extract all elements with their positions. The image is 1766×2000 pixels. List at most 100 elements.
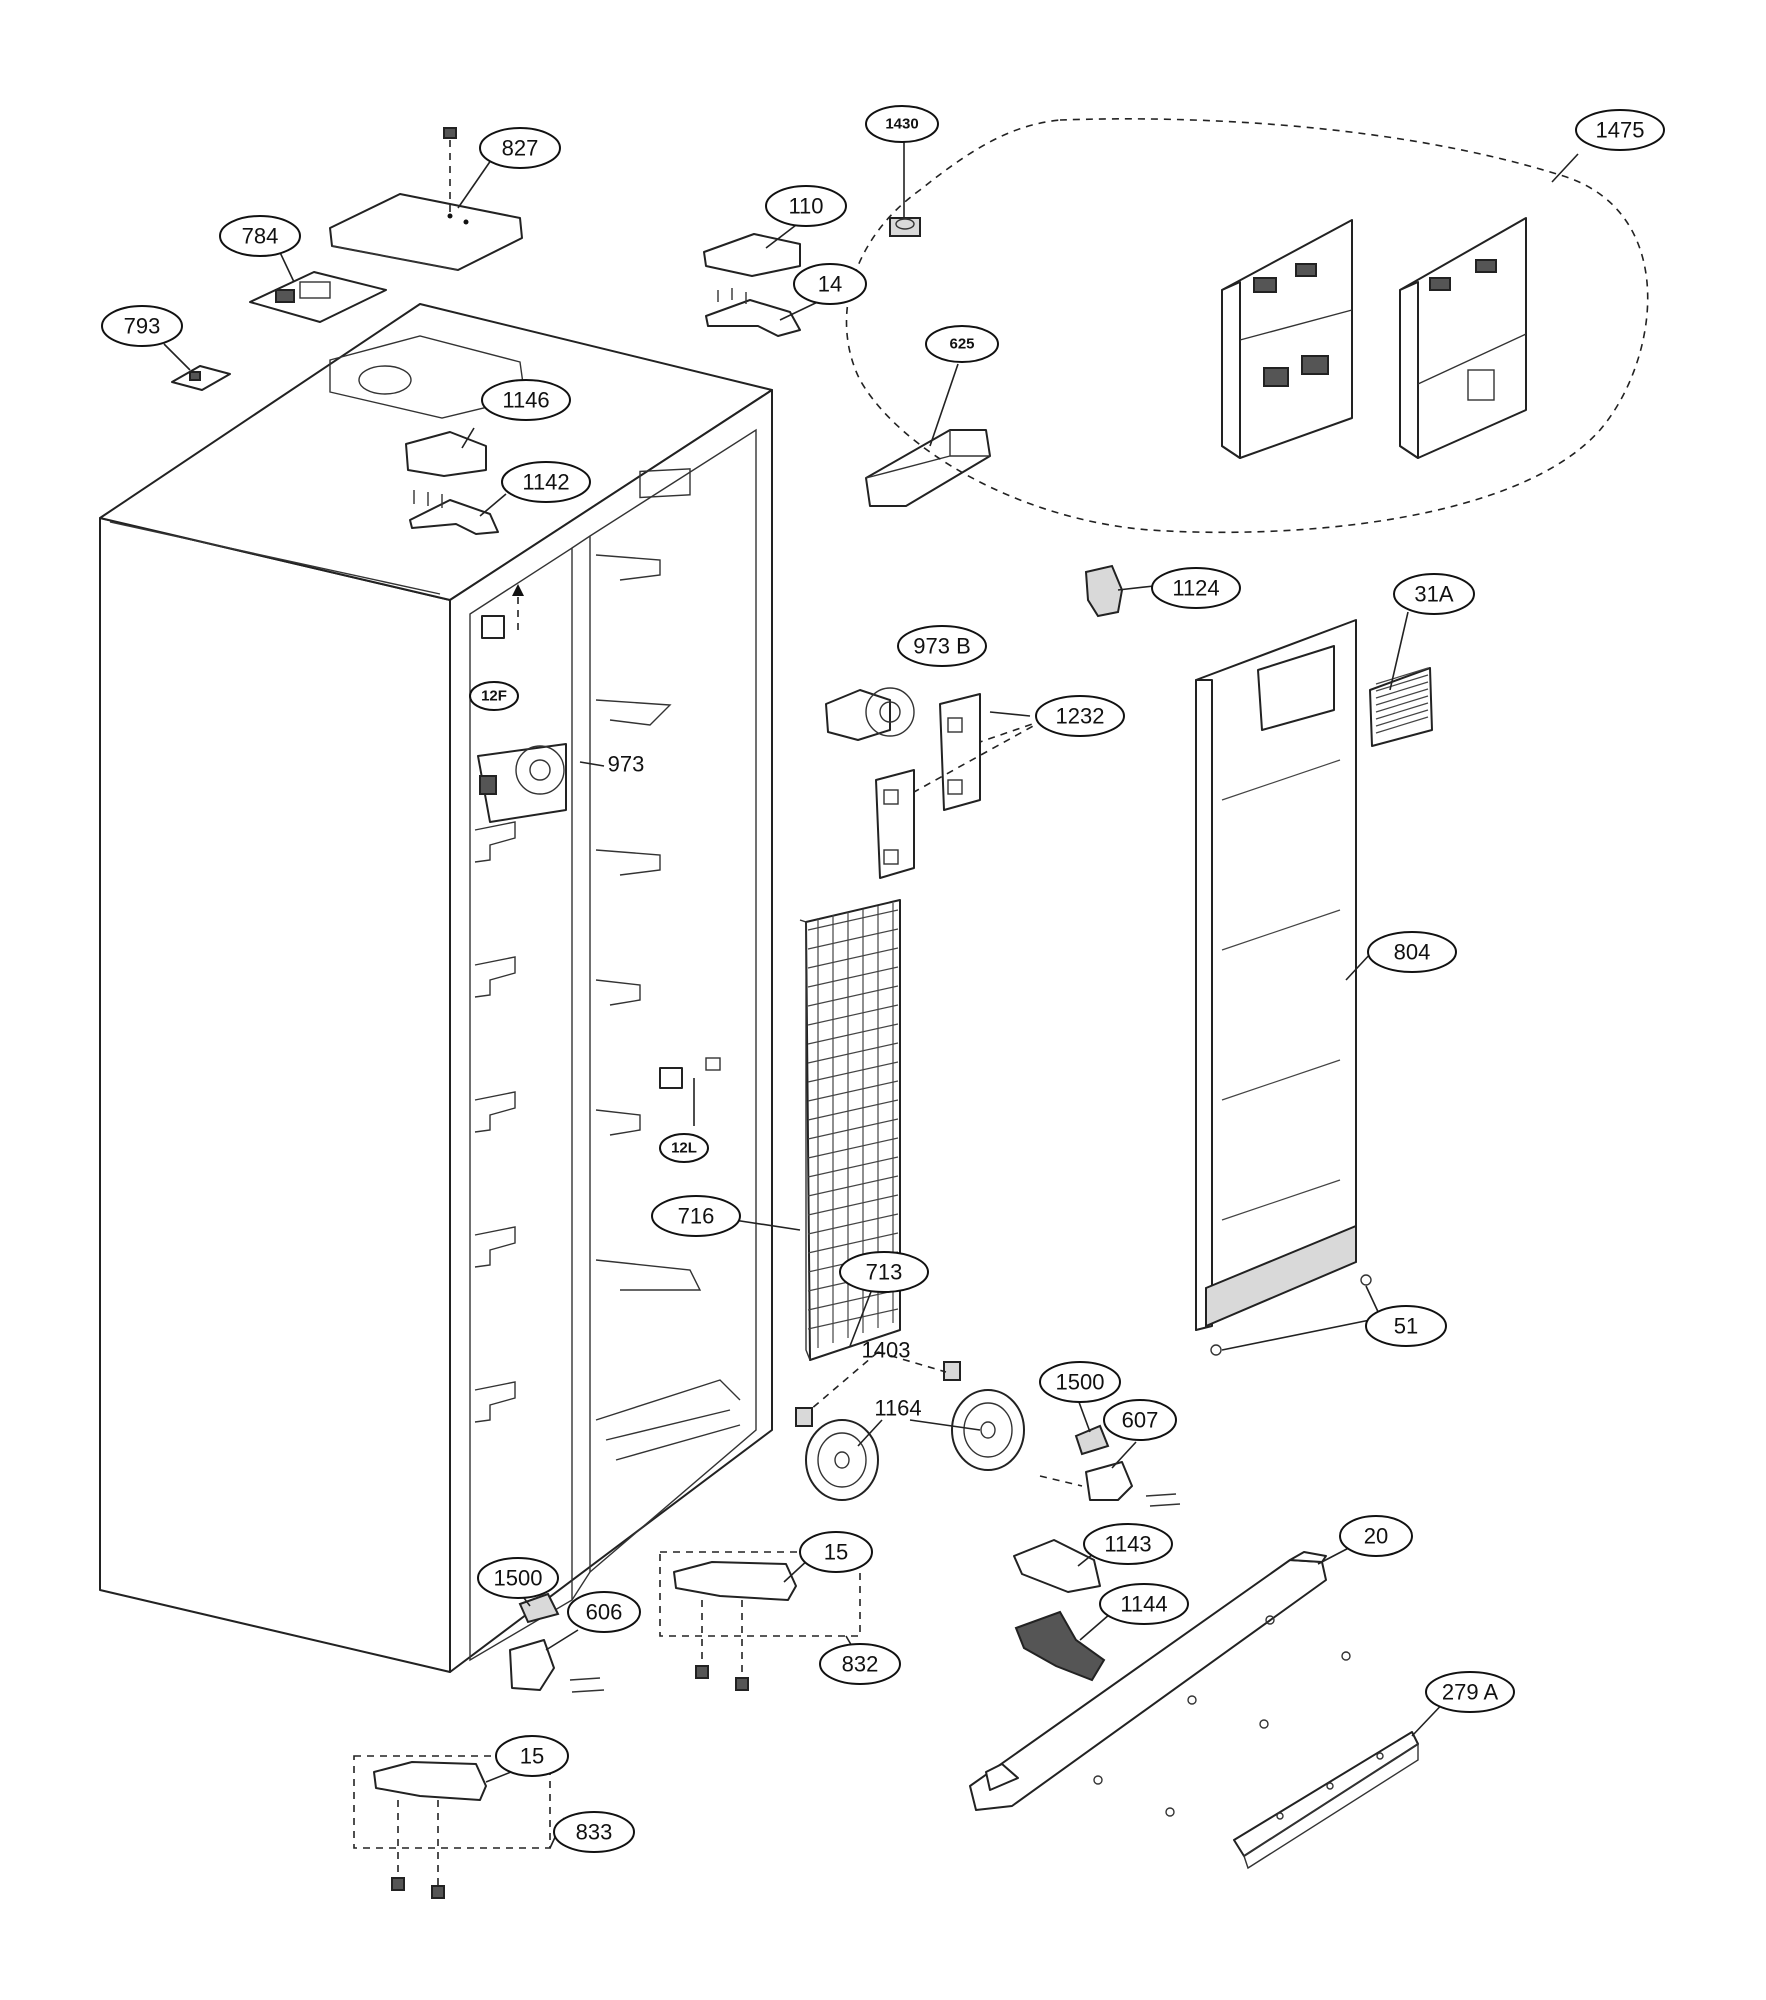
part-793-sensor-board — [171, 365, 231, 391]
part-1500-lower-clip — [518, 1592, 560, 1624]
part-1146-bracket — [405, 431, 487, 477]
svg-text:12L: 12L — [671, 1140, 697, 1157]
part-832-box — [659, 1551, 861, 1637]
svg-text:973 B: 973 B — [913, 634, 971, 659]
part-1500-upper-clip — [1074, 1424, 1110, 1456]
callout-1500-upper: 1500 — [1039, 1361, 1121, 1403]
svg-text:832: 832 — [842, 1652, 879, 1677]
part-607-bracket — [1039, 1461, 1181, 1507]
callout-12l: 12L — [659, 1133, 709, 1163]
callout-606: 606 — [567, 1591, 641, 1633]
part-1124-clip — [1084, 564, 1124, 618]
svg-text:1475: 1475 — [1596, 118, 1645, 143]
callout-607: 607 — [1103, 1399, 1177, 1441]
callout-1403: 1403 — [862, 1338, 911, 1363]
part-833-box — [353, 1755, 551, 1849]
callout-1475: 1475 — [1575, 109, 1665, 151]
callout-833: 833 — [553, 1811, 635, 1853]
callout-12f: 12F — [469, 681, 519, 711]
refrigerator-cabinet — [99, 303, 773, 1673]
svg-text:606: 606 — [586, 1600, 623, 1625]
callout-15-upper: 15 — [799, 1531, 873, 1573]
part-20-base-rail — [969, 1551, 1327, 1811]
part-1475-board-assembly — [845, 118, 1649, 534]
callout-716: 716 — [651, 1195, 741, 1237]
svg-text:833: 833 — [576, 1820, 613, 1845]
callout-827: 827 — [479, 127, 561, 169]
svg-text:1232: 1232 — [1056, 704, 1105, 729]
svg-text:973: 973 — [608, 752, 645, 777]
callout-832: 832 — [819, 1643, 901, 1685]
part-15-hinge-upper — [673, 1561, 797, 1691]
part-1144-duct-insulation — [1014, 1610, 1106, 1682]
part-110-bracket — [703, 233, 801, 277]
svg-text:1500: 1500 — [494, 1566, 543, 1591]
callout-625: 625 — [925, 325, 999, 363]
svg-text:625: 625 — [949, 336, 974, 353]
svg-text:1144: 1144 — [1120, 1592, 1167, 1617]
svg-text:20: 20 — [1364, 1524, 1388, 1549]
svg-text:31A: 31A — [1414, 582, 1453, 607]
part-784-control-board — [249, 271, 387, 323]
freezer-shelf-rails — [474, 821, 516, 1423]
svg-text:1143: 1143 — [1104, 1532, 1151, 1557]
svg-text:15: 15 — [824, 1540, 848, 1565]
fresh-food-shelf-rails — [595, 468, 741, 1461]
callout-1164: 1164 — [874, 1396, 921, 1421]
svg-text:1500: 1500 — [1056, 1370, 1105, 1395]
svg-text:1124: 1124 — [1172, 576, 1219, 601]
callout-20: 20 — [1339, 1515, 1413, 1557]
callout-110: 110 — [765, 185, 847, 227]
callout-973b: 973 B — [897, 625, 987, 667]
svg-text:1403: 1403 — [862, 1338, 911, 1363]
svg-text:1430: 1430 — [885, 116, 918, 133]
svg-text:716: 716 — [678, 1204, 715, 1229]
part-279a-bracket — [1233, 1731, 1419, 1870]
part-1142-plate — [409, 490, 499, 535]
part-625-duct — [865, 429, 991, 507]
svg-text:713: 713 — [866, 1260, 903, 1285]
callout-784: 784 — [219, 215, 301, 257]
callout-51: 51 — [1365, 1305, 1447, 1347]
svg-text:14: 14 — [818, 272, 842, 297]
svg-text:110: 110 — [788, 194, 823, 219]
callout-973: 973 — [608, 752, 645, 777]
svg-text:804: 804 — [1394, 940, 1431, 965]
part-1430-fitting — [889, 217, 921, 237]
svg-text:51: 51 — [1394, 1314, 1418, 1339]
callout-31a: 31A — [1393, 573, 1475, 615]
part-1164-fan-blades — [805, 1389, 1025, 1501]
svg-text:784: 784 — [242, 224, 279, 249]
callout-1232: 1232 — [1035, 695, 1125, 737]
part-15-hinge-lower — [373, 1761, 487, 1899]
svg-text:279 A: 279 A — [1442, 1680, 1499, 1705]
callout-1430: 1430 — [865, 105, 939, 143]
part-31a-grille — [1369, 667, 1433, 747]
part-12l-lamp-socket — [659, 1057, 721, 1089]
part-1143-duct — [1013, 1539, 1101, 1593]
part-827-cover — [329, 127, 523, 271]
part-606-bracket — [509, 1639, 605, 1693]
svg-text:1146: 1146 — [502, 388, 549, 413]
svg-text:12F: 12F — [481, 688, 507, 705]
part-12f-lamp-socket — [481, 584, 524, 639]
callout-1146: 1146 — [481, 379, 571, 421]
callout-279a: 279 A — [1425, 1671, 1515, 1713]
callout-713: 713 — [839, 1251, 929, 1293]
part-1232-heater-covers — [875, 693, 981, 879]
loose-screws — [1093, 1615, 1351, 1817]
svg-text:15: 15 — [520, 1744, 544, 1769]
callout-793: 793 — [101, 305, 183, 347]
callout-1144: 1144 — [1099, 1583, 1189, 1625]
callout-1142: 1142 — [501, 461, 591, 503]
callout-1143: 1143 — [1083, 1523, 1173, 1565]
part-14-plate — [705, 288, 801, 337]
part-973b-fan-motor — [825, 687, 915, 741]
part-973-fan-motor — [477, 743, 567, 823]
part-51-fasteners — [1210, 1274, 1372, 1356]
callout-14: 14 — [793, 263, 867, 305]
callout-1124: 1124 — [1151, 567, 1241, 609]
callout-15-lower: 15 — [495, 1735, 569, 1777]
callout-804: 804 — [1367, 931, 1457, 973]
